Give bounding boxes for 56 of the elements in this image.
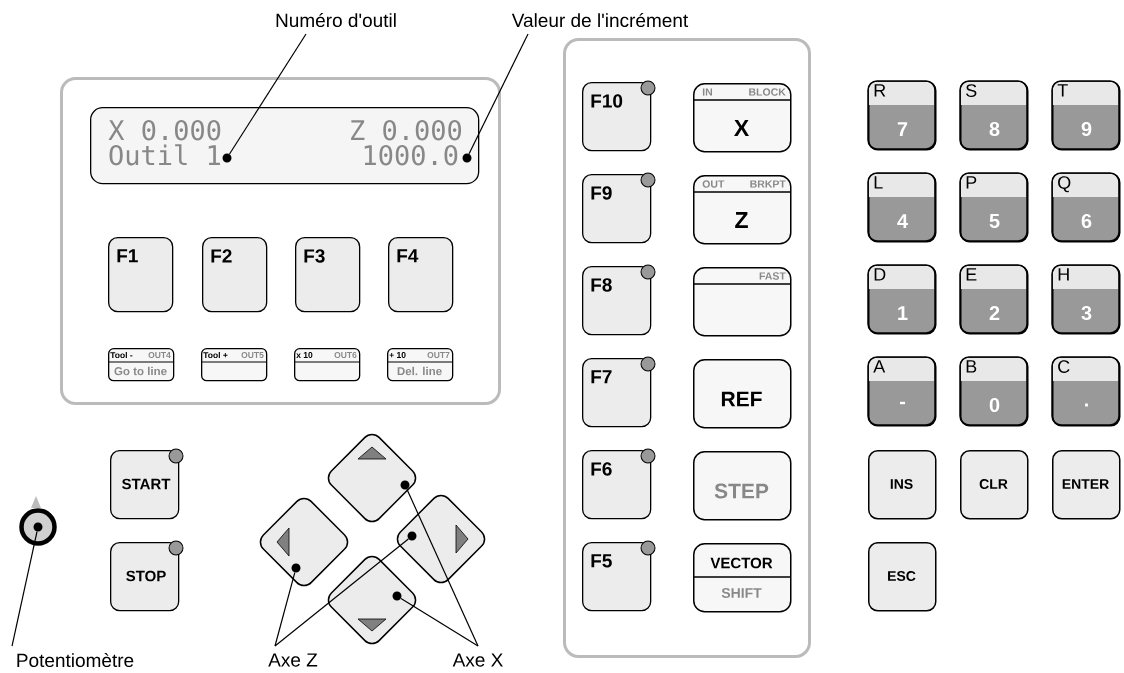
function-key: F9: [582, 172, 656, 244]
numeric-key: R 7: [867, 80, 937, 151]
numeric-key: S 8: [959, 80, 1029, 151]
callout-label: Axe X: [452, 653, 503, 667]
function-key: F5: [582, 540, 656, 612]
arrow-key: [327, 555, 417, 645]
leader-line: [406, 488, 479, 647]
numeric-key: T 9: [1051, 80, 1121, 151]
numeric-key: B 0: [959, 356, 1029, 427]
function-key: F4: [388, 237, 454, 313]
soft-key-label: x 10 OUT6: [293, 348, 361, 382]
key: FAST: [692, 267, 792, 337]
key: INS: [868, 450, 937, 520]
key: CLR: [960, 450, 1029, 520]
key: STEP: [693, 451, 792, 521]
numeric-key: E 2: [959, 264, 1029, 335]
numeric-key: H 3: [1051, 264, 1121, 335]
display-text: 1000.0: [364, 144, 458, 166]
callout-label: Valeur de l'incrément: [511, 12, 689, 28]
numeric-key: C .: [1051, 356, 1121, 427]
numeric-key: D 1: [867, 264, 937, 335]
key: ESC: [868, 542, 937, 612]
key: STOP: [110, 540, 184, 612]
key: IN BLOCK X: [692, 83, 792, 153]
display-text: Outil 1: [109, 144, 220, 166]
key: ENTER: [1052, 450, 1121, 520]
function-key: F2: [202, 237, 268, 313]
callout-label: Potentiomètre: [17, 652, 134, 668]
leader-line: [228, 33, 307, 155]
numeric-key: Q 6: [1051, 172, 1121, 243]
arrow-key: [327, 433, 417, 523]
soft-key-label: + 10 OUT7 Del. line: [386, 348, 454, 382]
key: VECTOR SHIFT: [692, 543, 792, 613]
arrow-key: [259, 497, 349, 587]
key: REF: [693, 359, 792, 429]
function-key: F10: [582, 80, 656, 152]
potentiometer-knob: [19, 496, 57, 546]
function-key: F8: [582, 264, 656, 336]
leader-line: [274, 538, 409, 647]
numeric-key: P 5: [959, 172, 1029, 243]
callout-label: Numéro d'outil: [276, 12, 396, 28]
soft-key-label: Tool - OUT4 Go to line: [107, 348, 175, 382]
leader-line: [400, 597, 479, 647]
function-key: F6: [582, 448, 656, 520]
key: OUT BRKPT Z: [692, 175, 792, 245]
leader-line: [274, 571, 296, 647]
soft-key-label: Tool + OUT5: [200, 348, 268, 382]
numeric-key: A -: [867, 356, 937, 427]
key: START: [110, 448, 184, 520]
leader-line: [468, 33, 529, 155]
function-key: F1: [108, 237, 174, 313]
callout-label: Axe Z: [268, 653, 318, 667]
function-key: F7: [582, 356, 656, 428]
function-key: F3: [295, 237, 361, 313]
arrow-key: [396, 494, 486, 584]
numeric-key: L 4: [867, 172, 937, 243]
